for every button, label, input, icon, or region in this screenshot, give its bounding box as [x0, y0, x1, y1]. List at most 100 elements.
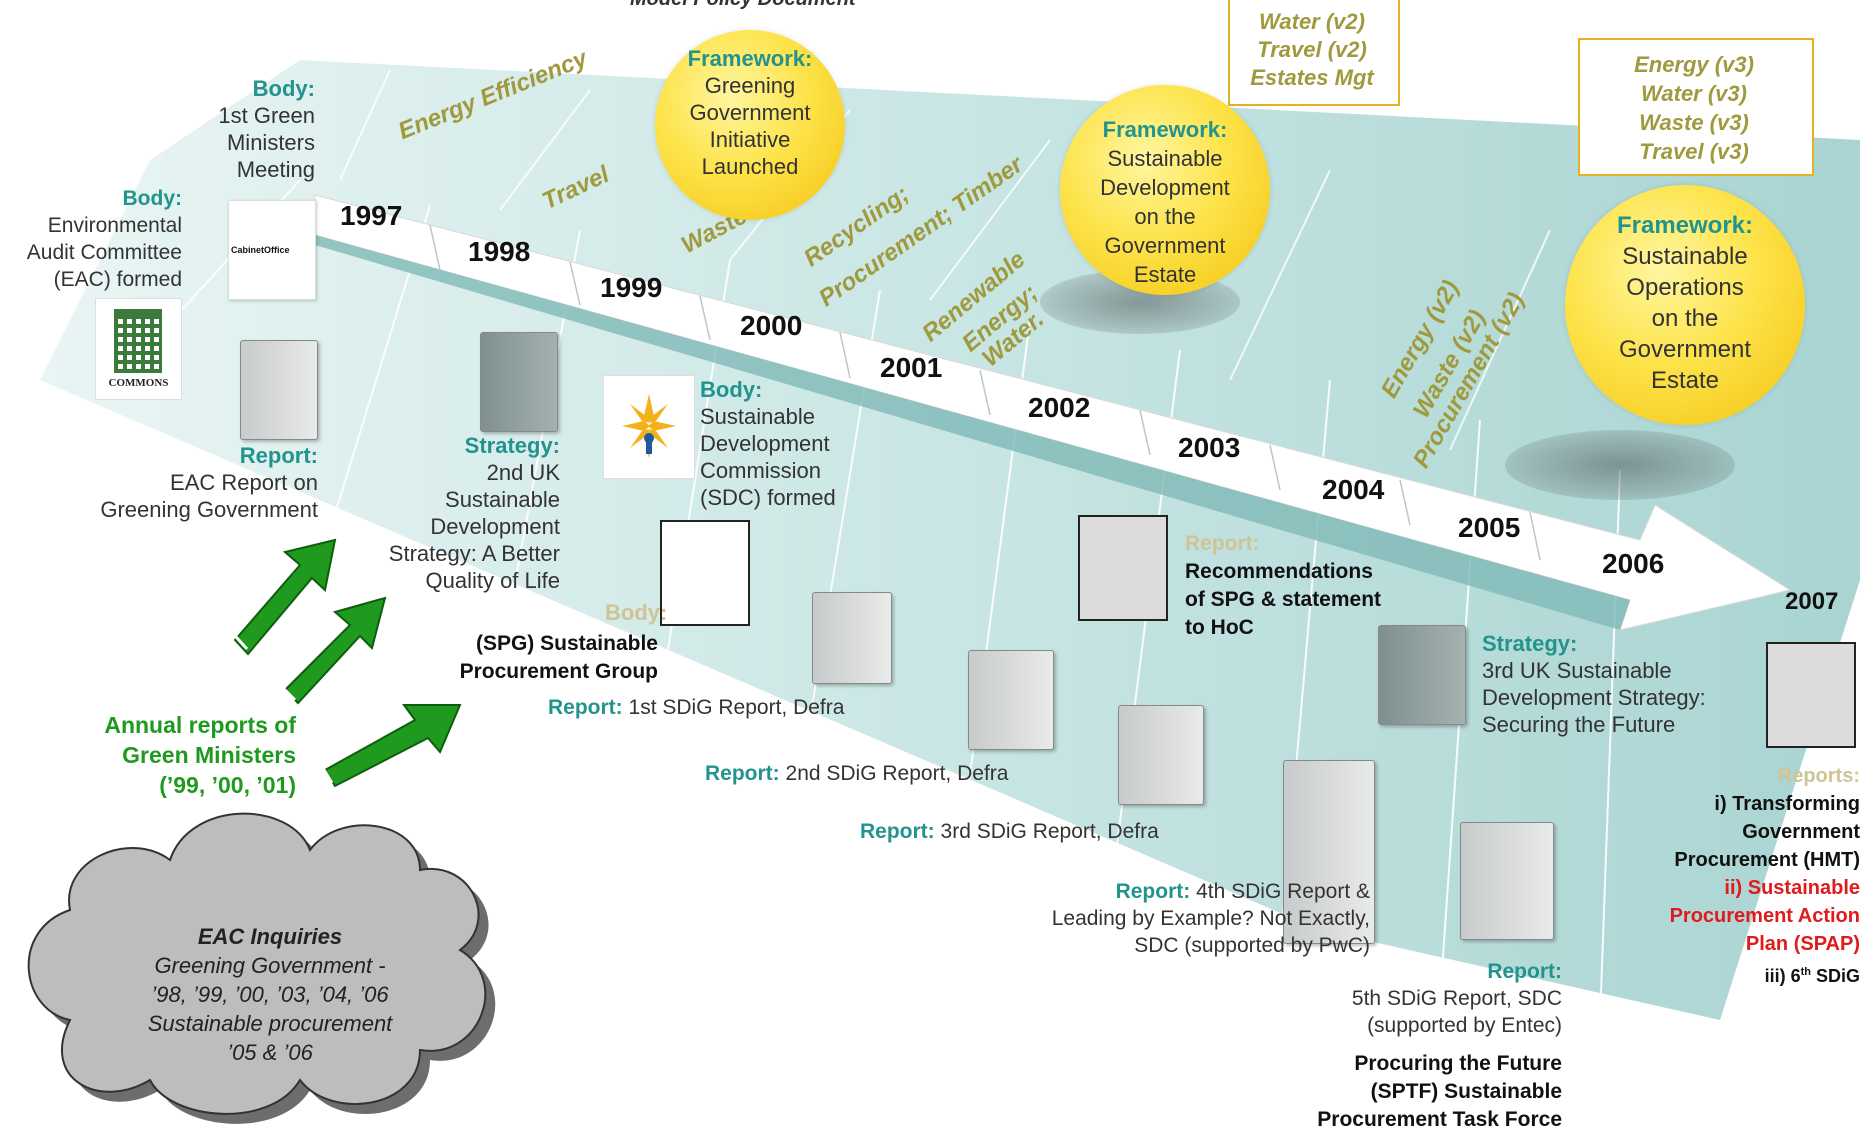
doc-sdig-1	[812, 592, 892, 684]
themes-v3-box	[1578, 38, 1814, 176]
reports-2007-heading: Reports:	[1777, 765, 1860, 787]
body-sdc-line: Sustainable	[700, 404, 815, 429]
eac-inquiries-line: ’05 & ’06	[227, 1040, 313, 1065]
green-arrows	[233, 538, 462, 788]
reports-2007-spap-line: Procurement Action	[1669, 905, 1860, 927]
report-eac: Report: EAC Report on Greening Governmen…	[40, 442, 318, 523]
framework-2-line: Government	[1104, 233, 1226, 258]
report-spg-line: Recommendations	[1185, 560, 1373, 583]
theme-travel-v3: Travel (v3)	[1639, 139, 1749, 164]
doc-sdig-4	[1283, 760, 1375, 944]
cabinet-office-logo: CabinetOffice	[228, 200, 316, 300]
doc-spg	[660, 520, 750, 626]
strategy-2-line: 2nd UK	[486, 460, 560, 485]
strategy-3: Strategy: 3rd UK Sustainable Development…	[1482, 630, 1742, 738]
themes-v2-list: Water (v2) Travel (v2) Estates Mgt	[1228, 8, 1396, 92]
year-2005: 2005	[1458, 512, 1521, 543]
sptf-line: Procuring the Future	[1354, 1052, 1562, 1075]
annual-reports-line: Green Ministers	[122, 742, 296, 768]
doc-eac-report	[240, 340, 318, 440]
year-1999: 1999	[600, 272, 663, 303]
report-spg: Report: Recommendations of SPG & stateme…	[1185, 530, 1425, 642]
body-eac-heading: Body:	[122, 187, 183, 210]
body-gm-line: Ministers	[226, 130, 315, 155]
body-sdc: Body: Sustainable Development Commission…	[700, 376, 900, 511]
framework-2-line: on the	[1134, 204, 1196, 229]
report-sdig-3-heading: Report:	[860, 820, 935, 843]
framework-1-line: Greening	[704, 73, 796, 98]
reports-2007-spap-line: Plan (SPAP)	[1745, 933, 1860, 955]
report-sdig-5: Report: 5th SDiG Report, SDC (supported …	[1260, 958, 1562, 1039]
strategy-3-line: Development Strategy:	[1482, 685, 1706, 710]
sptf: Procuring the Future (SPTF) Sustainable …	[1240, 1050, 1562, 1134]
body-spg-line: Procurement Group	[459, 660, 658, 683]
eac-inquiries: EAC Inquiries Greening Government - ’98,…	[60, 922, 480, 1067]
theme-waste-v3: Waste (v3)	[1639, 110, 1749, 135]
year-1997: 1997	[340, 200, 403, 231]
top-caption: Model Policy Document	[630, 0, 856, 11]
report-sdig-4-line: Leading by Example? Not Exactly,	[1051, 907, 1370, 930]
reports-2007-spap-line: ii) Sustainable	[1724, 877, 1860, 899]
body-eac-line: (EAC) formed	[53, 268, 182, 291]
theme-energy-v3: Energy (v3)	[1634, 52, 1754, 77]
report-spg-line: of SPG & statement	[1185, 588, 1382, 611]
body-eac: Body: Environmental Audit Committee (EAC…	[0, 185, 182, 293]
year-2001: 2001	[880, 352, 943, 383]
framework-3-line: Sustainable	[1622, 243, 1748, 270]
report-sdig-4-line: 4th SDiG Report &	[1196, 880, 1370, 903]
report-sdig-2-heading: Report:	[705, 762, 780, 785]
strategy-3-heading: Strategy:	[1482, 631, 1578, 656]
reports-2007-line: Procurement (HMT)	[1674, 849, 1860, 871]
year-1998: 1998	[468, 236, 531, 267]
year-2003: 2003	[1178, 432, 1241, 463]
framework-3-line: Estate	[1650, 367, 1720, 394]
themes-v2-box	[1228, 0, 1400, 106]
reports-2007-sdig-suffix: SDiG	[1810, 966, 1860, 986]
framework-3-line: Operations	[1626, 274, 1744, 301]
eac-inquiries-line: Greening Government -	[154, 953, 386, 978]
framework-sun-1	[655, 30, 845, 220]
report-sdig-5-line: (supported by Entec)	[1367, 1014, 1562, 1037]
framework-sun-2	[1060, 85, 1270, 295]
commons-logo: COMMONS	[95, 298, 182, 400]
report-sdig-4: Report: 4th SDiG Report & Leading by Exa…	[970, 878, 1370, 959]
framework-1-heading: Framework:	[687, 46, 813, 71]
reports-2007-sdig-sup: th	[1800, 966, 1811, 978]
themes-v3-list: Energy (v3) Water (v3) Waste (v3) Travel…	[1578, 50, 1810, 166]
portcullis-icon	[114, 309, 162, 373]
annual-reports-line: (’99, ’00, ’01)	[159, 772, 296, 798]
sptf-line: (SPTF) Sustainable	[1370, 1080, 1562, 1103]
framework-3-line: Government	[1618, 336, 1752, 363]
report-sdig-4-line: SDC (supported by PwC)	[1134, 934, 1370, 957]
strategy-2-line: Strategy: A Better	[388, 541, 560, 566]
reports-2007-line: i) Transforming	[1714, 793, 1860, 815]
framework-3: Framework: Sustainable Operations on the…	[1565, 210, 1805, 396]
doc-sdig-3	[1118, 705, 1204, 805]
body-sdc-line: Commission	[700, 458, 822, 483]
framework-2-line: Development	[1100, 175, 1230, 200]
report-eac-heading: Report:	[239, 443, 318, 468]
report-sdig-3: Report: 3rd SDiG Report, Defra	[860, 818, 1159, 845]
framework-1: Framework: Greening Government Initiativ…	[655, 45, 845, 180]
report-sdig-1-text: 1st SDiG Report, Defra	[628, 696, 845, 719]
report-spg-line: to HoC	[1185, 616, 1254, 639]
year-2006: 2006	[1602, 548, 1665, 579]
annual-reports-line: Annual reports of	[104, 712, 296, 738]
framework-3-line: on the	[1651, 305, 1719, 332]
framework-3-heading: Framework:	[1616, 212, 1754, 239]
report-sdig-2: Report: 2nd SDiG Report, Defra	[705, 760, 1008, 787]
year-2007: 2007	[1785, 588, 1839, 615]
report-sdig-1-heading: Report:	[548, 696, 623, 719]
framework-1-line: Government	[689, 100, 811, 125]
framework-2-line: Sustainable	[1107, 146, 1223, 171]
eac-inquiries-title: EAC Inquiries	[197, 924, 343, 949]
body-spg: (SPG) Sustainable Procurement Group	[400, 630, 658, 686]
year-2000: 2000	[740, 310, 803, 341]
body-sdc-line: Development	[700, 431, 830, 456]
report-sdig-5-line: 5th SDiG Report, SDC	[1351, 987, 1562, 1010]
body-green-ministers: Body: 1st Green Ministers Meeting	[180, 75, 315, 183]
report-spg-heading: Report:	[1185, 532, 1260, 555]
sdc-logo	[603, 375, 695, 479]
body-eac-line: Environmental	[47, 214, 182, 237]
